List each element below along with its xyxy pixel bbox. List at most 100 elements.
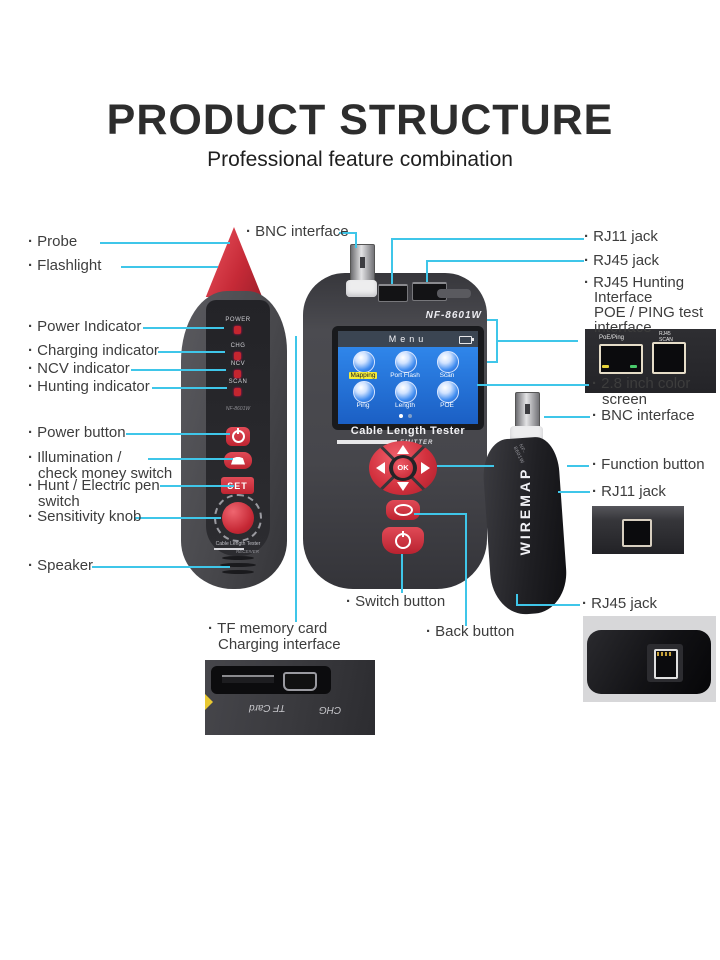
page-dots bbox=[399, 414, 412, 418]
mapping-icon bbox=[353, 351, 375, 373]
label-bnc-top-text: BNC interface bbox=[246, 224, 348, 240]
label-rj45-hunting-line4: interface bbox=[594, 319, 652, 336]
label-rj45-hunting-line2: Interface bbox=[594, 289, 653, 306]
callout-line-probe bbox=[100, 242, 230, 244]
ncv-indicator-led bbox=[234, 370, 241, 378]
ncv-indicator-label: NCV bbox=[230, 361, 246, 367]
label-rj45-hunting-line3: POE / PING test bbox=[594, 304, 704, 321]
callout-line-rj45-top-h bbox=[426, 260, 584, 262]
label-tf-line2: Charging interface bbox=[218, 636, 341, 653]
rj45-scan-label-2: SCAN bbox=[659, 337, 673, 343]
label-rj45-top: RJ45 jack bbox=[584, 253, 659, 269]
receiver-model-text: NF-8601W bbox=[225, 406, 251, 412]
speaker-slot bbox=[222, 556, 254, 560]
loop-arrow-icon bbox=[393, 504, 413, 516]
length-icon bbox=[395, 381, 417, 403]
yellow-led bbox=[602, 365, 609, 368]
label-color-screen-line1: 2.8 inch color bbox=[592, 376, 690, 392]
scan-icon bbox=[437, 351, 459, 373]
rj45-inset bbox=[583, 616, 716, 702]
label-bnc-right-text: BNC interface bbox=[592, 408, 694, 424]
arrow-right-icon bbox=[421, 462, 430, 474]
label-rj11-top-text: RJ11 jack bbox=[584, 229, 658, 245]
callout-line-color-screen bbox=[477, 384, 589, 386]
tf-card-text: TF Card bbox=[249, 702, 286, 713]
callout-line-illumination bbox=[148, 458, 233, 460]
label-charging-indicator: Charging indicator bbox=[28, 343, 159, 359]
speaker-slot bbox=[220, 563, 256, 567]
callout-line-back-v bbox=[465, 513, 467, 626]
label-rj45-hunting-line1: RJ45 Hunting bbox=[584, 275, 703, 290]
callout-line-power-indicator bbox=[143, 327, 224, 329]
poe-ping-port-label: PoE/Ping bbox=[599, 335, 625, 341]
receiver-power-button bbox=[226, 427, 250, 446]
callout-line-rj11-top-v bbox=[391, 238, 393, 284]
label-charging-indicator-text: Charging indicator bbox=[28, 343, 159, 359]
arrow-left-icon bbox=[376, 462, 385, 474]
switch-button bbox=[382, 527, 424, 554]
emitter-model-text: NF-8601W bbox=[425, 310, 482, 321]
sensitivity-knob bbox=[222, 502, 254, 534]
chg-text-flipped: CHG bbox=[319, 704, 342, 715]
label-sensitivity-knob-text: Sensitivity knob bbox=[28, 509, 141, 525]
menu-item-port-flash: Port Flash bbox=[390, 372, 420, 379]
label-tf-charging: TF memory card Charging interface bbox=[208, 621, 341, 653]
label-rj45-right: RJ45 jack bbox=[582, 596, 657, 612]
callout-line-sensitivity bbox=[135, 517, 221, 519]
callout-line-function-b bbox=[567, 465, 589, 467]
callout-line-power-button bbox=[126, 433, 230, 435]
label-switch-button-text: Switch button bbox=[346, 594, 445, 610]
menu-item-length: Length bbox=[395, 402, 415, 409]
page-subtitle: Professional feature combination bbox=[207, 148, 513, 171]
bnc-connector-top bbox=[350, 244, 375, 285]
tf-charging-inset: TF Card CHG bbox=[205, 660, 375, 735]
callout-line-bnc-right bbox=[544, 416, 590, 418]
label-sensitivity-knob: Sensitivity knob bbox=[28, 509, 141, 525]
label-hunting-indicator-text: Hunting indicator bbox=[28, 379, 150, 395]
menu-header: Menu bbox=[338, 331, 478, 347]
tf-card-slot bbox=[222, 675, 274, 683]
callout-line-hunting-indicator bbox=[152, 387, 227, 389]
label-hunt-line2: switch bbox=[38, 493, 80, 510]
receiver-footer-sub: RECEIVER bbox=[236, 549, 260, 554]
label-speaker-text: Speaker bbox=[28, 558, 93, 574]
receiver-footer-bar bbox=[214, 548, 244, 550]
speaker-slot bbox=[222, 570, 254, 574]
label-switch-button: Switch button bbox=[346, 594, 445, 610]
emitter-footer-text: Cable Length Tester bbox=[350, 425, 466, 437]
hunting-indicator-label: SCAN bbox=[228, 379, 248, 385]
label-rj45-top-text: RJ45 jack bbox=[584, 253, 659, 269]
callout-line-hunting-interface bbox=[496, 340, 578, 342]
label-rj11-right-text: RJ11 jack bbox=[592, 484, 666, 500]
warning-label bbox=[205, 694, 213, 710]
label-function-button: Function button bbox=[592, 457, 704, 473]
callout-line-switch bbox=[401, 554, 403, 593]
label-back-button-text: Back button bbox=[426, 624, 514, 640]
label-probe-text: Probe bbox=[28, 234, 77, 250]
label-power-indicator: Power Indicator bbox=[28, 319, 141, 335]
callout-bracket-hunting-t1 bbox=[487, 319, 498, 321]
power-icon bbox=[395, 532, 411, 549]
label-function-button-text: Function button bbox=[592, 457, 704, 473]
label-illumination-line1: Illumination / bbox=[28, 450, 172, 466]
callout-line-rj45-right-h bbox=[516, 604, 580, 606]
callout-line-ncv-indicator bbox=[131, 369, 226, 371]
label-speaker: Speaker bbox=[28, 558, 93, 574]
label-back-button: Back button bbox=[426, 624, 514, 640]
label-rj11-top: RJ11 jack bbox=[584, 229, 658, 245]
callout-line-tf bbox=[295, 336, 297, 622]
label-flashlight: Flashlight bbox=[28, 258, 101, 274]
poe-icon bbox=[437, 381, 459, 403]
label-hunt-switch: Hunt / Electric pen switch bbox=[28, 478, 160, 510]
charging-indicator-label: CHG bbox=[230, 343, 246, 349]
callout-line-rj45-top-v bbox=[426, 260, 428, 282]
hunting-indicator-led bbox=[234, 388, 241, 396]
flashlight-icon bbox=[231, 456, 245, 465]
arrow-up-icon bbox=[397, 445, 409, 454]
label-power-button: Power button bbox=[28, 425, 125, 441]
power-icon bbox=[231, 430, 245, 443]
callout-line-function-a bbox=[437, 465, 494, 467]
label-ncv-indicator: NCV indicator bbox=[28, 361, 130, 377]
battery-icon bbox=[459, 336, 474, 344]
